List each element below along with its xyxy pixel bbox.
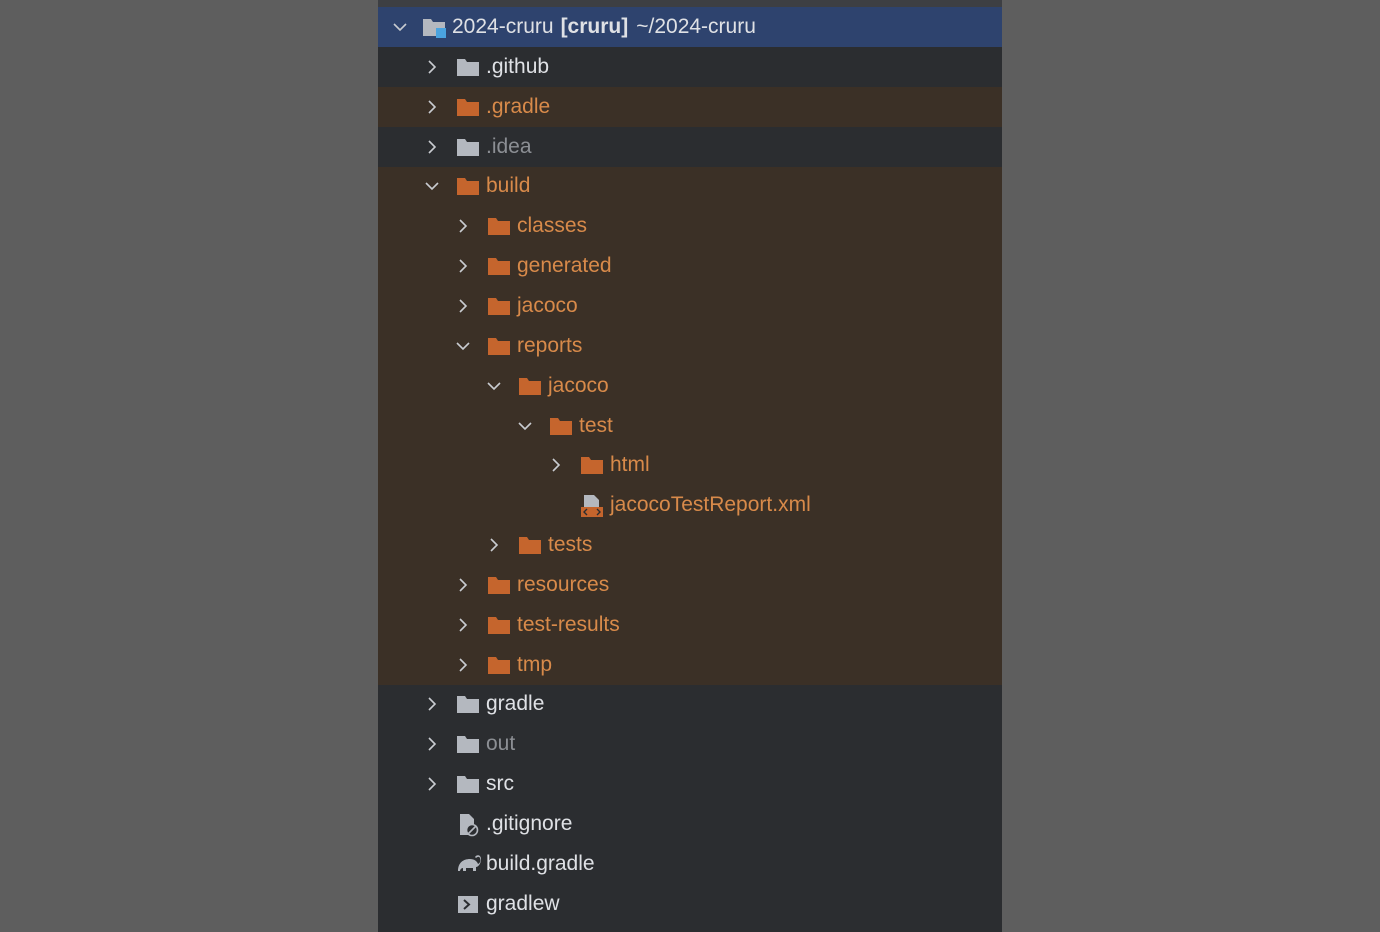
shell-script-icon <box>456 893 480 915</box>
excluded-folder-icon <box>456 175 480 197</box>
folder-icon <box>456 773 480 795</box>
tree-item-label: jacoco <box>548 373 609 397</box>
chevron-right-icon[interactable] <box>455 577 471 593</box>
project-tree[interactable]: 2024-cruru [cruru] ~/2024-cruru .github <box>378 7 1002 924</box>
chevron-down-icon[interactable] <box>424 178 440 194</box>
tree-item-label: .gradle <box>486 94 551 118</box>
tree-row-reports[interactable]: reports <box>378 325 1002 366</box>
chevron-right-icon[interactable] <box>424 736 440 752</box>
tree-item-label: gradle <box>486 692 545 716</box>
excluded-folder-icon <box>487 295 511 317</box>
tree-item-label: generated <box>517 254 612 278</box>
gradle-elephant-icon <box>456 853 481 875</box>
excluded-folder-icon <box>487 574 511 596</box>
tree-row-html[interactable]: html <box>378 445 1002 486</box>
tree-item-label: src <box>486 772 514 796</box>
tree-row-build-gradle[interactable]: build.gradle <box>378 844 1002 884</box>
tree-item-label: jacocoTestReport.xml <box>610 493 811 517</box>
tree-item-label: classes <box>517 214 588 238</box>
folder-icon <box>456 733 480 755</box>
project-name: 2024-cruru <box>452 15 554 38</box>
tree-item-label: build.gradle <box>486 851 595 875</box>
tree-row-resources[interactable]: resources <box>378 564 1002 605</box>
project-path: ~/2024-cruru <box>636 15 756 38</box>
chevron-right-icon[interactable] <box>548 457 564 473</box>
tree-row-root[interactable]: 2024-cruru [cruru] ~/2024-cruru <box>378 7 1002 47</box>
folder-icon <box>456 693 480 715</box>
tree-item-label: .github <box>486 54 550 78</box>
tree-row-gradle-dir[interactable]: .gradle <box>378 86 1002 127</box>
chevron-right-icon[interactable] <box>424 696 440 712</box>
excluded-folder-icon <box>580 454 604 476</box>
excluded-folder-icon <box>456 96 480 118</box>
excluded-folder-icon <box>518 375 542 397</box>
chevron-spacer <box>548 497 564 513</box>
folder-icon <box>456 136 480 158</box>
tree-row-classes[interactable]: classes <box>378 206 1002 247</box>
tree-item-label: test-results <box>517 612 620 636</box>
chevron-right-icon[interactable] <box>486 537 502 553</box>
xml-file-icon <box>580 494 604 518</box>
chevron-right-icon[interactable] <box>424 139 440 155</box>
tree-item-label: .idea <box>486 134 532 158</box>
project-tool-window: 2024-cruru [cruru] ~/2024-cruru .github <box>378 0 1002 932</box>
tree-item-label: reports <box>517 333 583 357</box>
tree-row-src[interactable]: src <box>378 764 1002 804</box>
module-name: [cruru] <box>560 15 629 38</box>
chevron-right-icon[interactable] <box>455 617 471 633</box>
tree-row-idea[interactable]: .idea <box>378 127 1002 167</box>
chevron-right-icon[interactable] <box>424 99 440 115</box>
tree-item-label: jacoco <box>517 293 578 317</box>
excluded-folder-icon <box>487 255 511 277</box>
tree-row-test[interactable]: test <box>378 405 1002 446</box>
tree-item-label: resources <box>517 572 610 596</box>
chevron-right-icon[interactable] <box>455 258 471 274</box>
tree-row-out[interactable]: out <box>378 724 1002 764</box>
tree-row-generated[interactable]: generated <box>378 246 1002 287</box>
chevron-down-icon[interactable] <box>486 378 502 394</box>
tree-row-gradlew[interactable]: gradlew <box>378 884 1002 924</box>
tree-item-label: tmp <box>517 652 553 676</box>
tree-row-tests[interactable]: tests <box>378 525 1002 565</box>
excluded-folder-icon <box>549 415 573 437</box>
chevron-right-icon[interactable] <box>455 218 471 234</box>
chevron-spacer <box>424 856 440 872</box>
module-folder-icon <box>422 16 446 38</box>
tree-row-test-results[interactable]: test-results <box>378 604 1002 645</box>
tree-item-label: .gitignore <box>486 811 573 835</box>
tree-row-build[interactable]: build <box>378 166 1002 207</box>
gitignore-file-icon <box>456 813 480 837</box>
chevron-down-icon[interactable] <box>517 418 533 434</box>
chevron-down-icon[interactable] <box>455 338 471 354</box>
tree-row-gradle[interactable]: gradle <box>378 685 1002 725</box>
folder-icon <box>456 56 480 78</box>
chevron-right-icon[interactable] <box>455 298 471 314</box>
excluded-folder-icon <box>518 534 542 556</box>
chevron-right-icon[interactable] <box>424 776 440 792</box>
excluded-folder-icon <box>487 335 511 357</box>
tree-item-label: gradlew <box>486 891 560 915</box>
panel-top-edge <box>378 0 1002 7</box>
tree-item-label: test <box>579 413 613 437</box>
tree-item-label: build <box>486 174 531 198</box>
tree-row-github[interactable]: .github <box>378 47 1002 87</box>
tree-row-jacoco[interactable]: jacoco <box>378 286 1002 326</box>
tree-item-label: tests <box>548 533 593 557</box>
tree-item-label: out <box>486 732 516 756</box>
excluded-folder-icon <box>487 614 511 636</box>
excluded-folder-icon <box>487 654 511 676</box>
chevron-right-icon[interactable] <box>424 59 440 75</box>
tree-row-tmp[interactable]: tmp <box>378 644 1002 685</box>
chevron-right-icon[interactable] <box>455 657 471 673</box>
tree-row-reports-jacoco[interactable]: jacoco <box>378 365 1002 406</box>
tree-row-gitignore[interactable]: .gitignore <box>378 804 1002 844</box>
tree-row-jacoco-test-report[interactable]: jacocoTestReport.xml <box>378 485 1002 526</box>
chevron-down-icon[interactable] <box>392 19 408 35</box>
chevron-spacer <box>424 816 440 832</box>
tree-item-label: html <box>610 453 650 477</box>
excluded-folder-icon <box>487 215 511 237</box>
chevron-spacer <box>424 896 440 912</box>
